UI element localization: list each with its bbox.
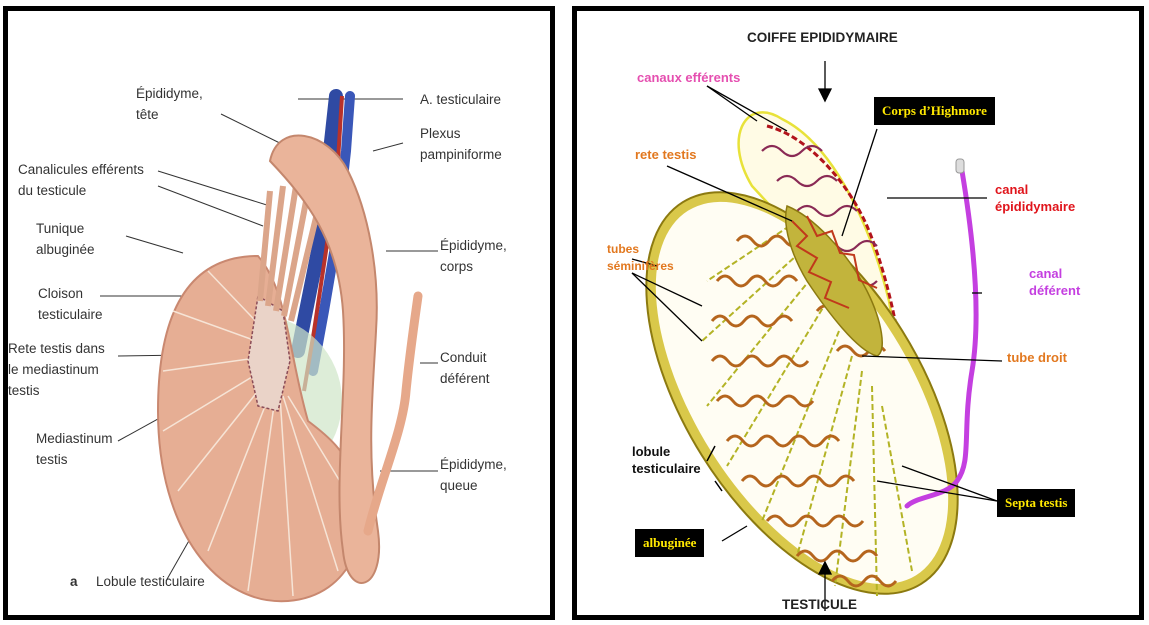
- label-canal-deferent: canal déférent: [1029, 265, 1080, 299]
- label-septa-testis: Septa testis: [997, 489, 1075, 517]
- schema-panel: COIFFE EPIDIDYMAIRE canaux efférents Cor…: [572, 6, 1144, 620]
- label-canal-epididymaire: canal épididymaire: [995, 181, 1075, 215]
- label-canaux-efferents: canaux efférents: [637, 69, 740, 86]
- label-epididyme-tete: Épididyme, tête: [136, 83, 203, 125]
- label-lobule: Lobule testiculaire: [96, 571, 205, 592]
- label-coiffe: COIFFE EPIDIDYMAIRE: [747, 29, 898, 46]
- label-corps-highmore: Corps d’Highmore: [874, 97, 995, 125]
- leader-plexus: [373, 143, 403, 151]
- label-testicule: TESTICULE: [782, 596, 857, 613]
- panel-letter: a: [70, 571, 78, 592]
- label-lobule-testiculaire: lobule testiculaire: [632, 443, 701, 477]
- label-tubes-seminiferes: tubes séminifères: [607, 241, 674, 275]
- canal-deferent-tip: [956, 159, 964, 173]
- label-tunique: Tunique albuginée: [36, 218, 95, 260]
- leader-canalicules-2: [158, 186, 263, 226]
- label-tube-droit: tube droit: [1007, 349, 1067, 366]
- leader-tunique: [126, 236, 183, 253]
- leader-canalicules-1: [158, 171, 270, 206]
- label-epididyme-corps: Épididyme, corps: [440, 235, 507, 277]
- label-canalicules: Canalicules efférents du testicule: [18, 159, 144, 201]
- label-conduit: Conduit déférent: [440, 347, 490, 389]
- label-a-testiculaire: A. testiculaire: [420, 89, 501, 110]
- label-rete-testis-right: rete testis: [635, 146, 696, 163]
- label-rete-testis: Rete testis dans le mediastinum testis: [8, 338, 105, 401]
- label-plexus: Plexus pampiniforme: [420, 123, 502, 165]
- label-albuginee: albuginée: [635, 529, 704, 557]
- label-cloison: Cloison testiculaire: [38, 283, 103, 325]
- label-epididyme-queue: Épididyme, queue: [440, 454, 507, 496]
- anatomy-illustration-panel: Épididyme, tête A. testiculaire Plexus p…: [3, 6, 555, 620]
- label-mediastinum: Mediastinum testis: [36, 428, 113, 470]
